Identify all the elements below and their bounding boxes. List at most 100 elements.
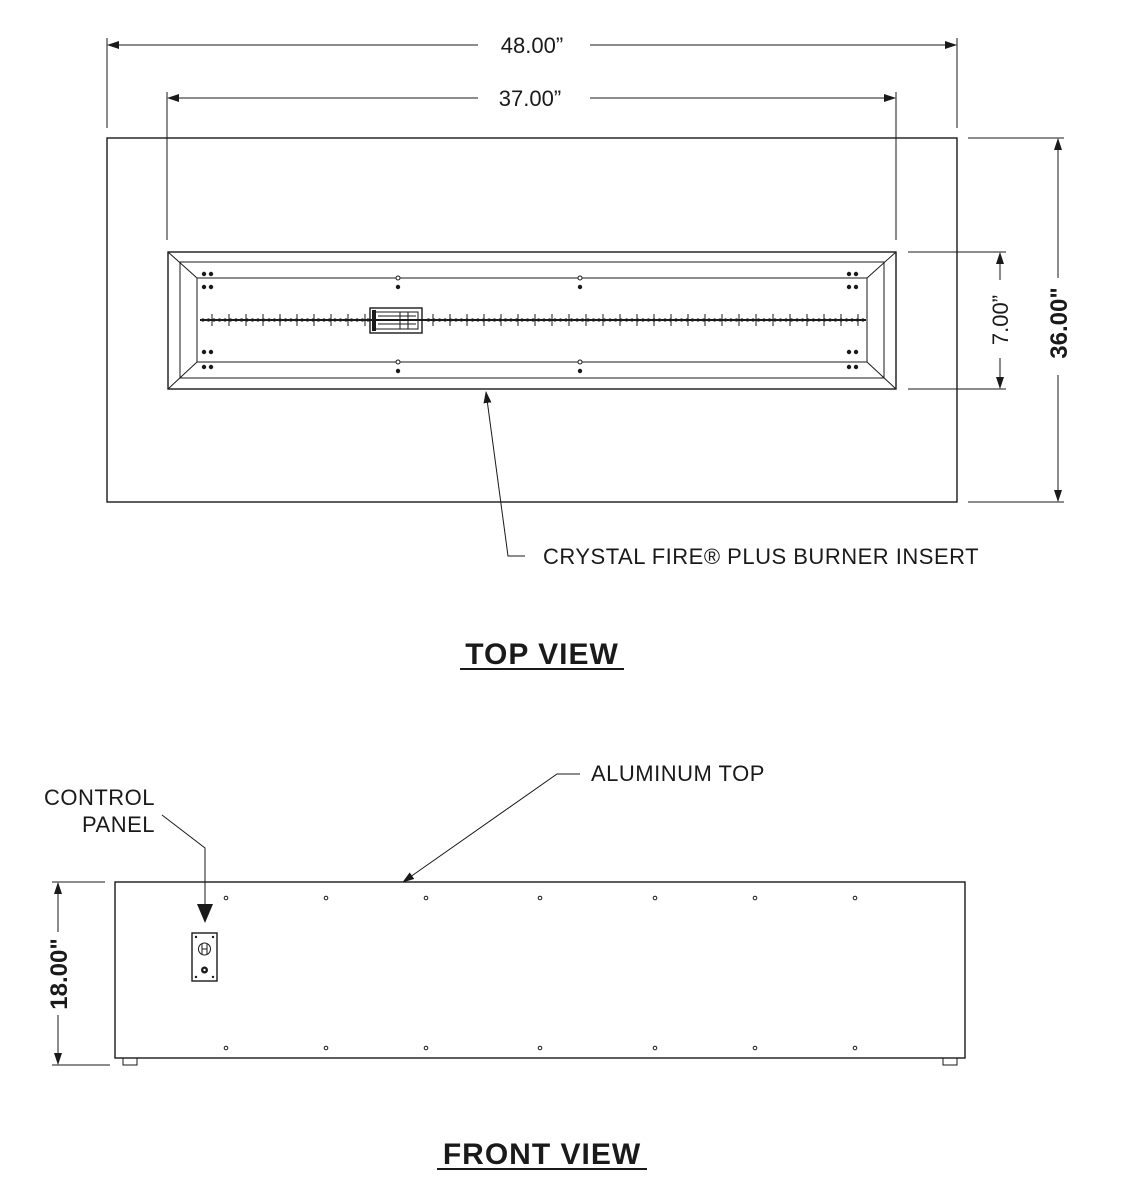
burner-port — [630, 318, 634, 322]
burner-port — [454, 318, 458, 322]
bolt-icon — [201, 349, 207, 355]
burner-port — [283, 318, 288, 322]
burner-port — [674, 318, 678, 322]
dimension-overall-width-label: 48.00” — [501, 33, 563, 58]
screw-hole-icon — [752, 1045, 758, 1051]
dimension-overall-depth: 36.00" — [968, 137, 1073, 503]
bolt-icon — [846, 364, 852, 370]
bolt-icon — [846, 284, 852, 290]
front-view-title: FRONT VIEW — [443, 1138, 641, 1171]
burner-port — [800, 318, 805, 322]
control-knob-icon — [198, 942, 211, 956]
screw-hole-icon — [223, 895, 229, 901]
bolt-icon — [208, 284, 214, 290]
burner-port — [817, 318, 821, 322]
burner-port — [305, 318, 310, 322]
burner-port — [734, 318, 739, 322]
screw-hole-icon — [223, 1045, 229, 1051]
dimension-burner-depth: 7.00” — [908, 251, 1013, 390]
burner-port — [344, 318, 348, 322]
hole-icon — [577, 275, 583, 281]
burner-port — [789, 318, 794, 322]
bolt-icon — [395, 368, 401, 374]
front-view: CONTROL PANEL ALUMINUM TOP 18.00" FRONT … — [44, 761, 966, 1171]
burner-port — [745, 318, 750, 322]
burner-port — [437, 318, 442, 322]
callout-aluminum-top: ALUMINUM TOP — [402, 761, 764, 883]
burner-port — [476, 318, 480, 322]
bolt-icon — [846, 271, 852, 277]
bolt-icon — [201, 284, 207, 290]
foot-left — [122, 1057, 138, 1066]
table-top-outline — [106, 137, 958, 503]
dimension-overall-width: 48.00” — [106, 33, 958, 128]
foot-right — [942, 1057, 958, 1066]
burner-port — [239, 318, 244, 322]
burner-port — [487, 318, 491, 322]
burner-port — [217, 318, 222, 322]
hole-icon — [395, 275, 401, 281]
burner-port — [514, 318, 519, 322]
burner-port — [591, 318, 596, 322]
burner-port — [712, 318, 717, 322]
burner-port — [844, 318, 849, 322]
bolt-icon — [577, 368, 583, 374]
burner-port — [828, 318, 832, 322]
burner-port — [751, 318, 755, 322]
callout-control-panel-line1: CONTROL — [44, 785, 155, 810]
burner-port — [360, 318, 365, 322]
bolt-icon — [853, 364, 859, 370]
burner-port — [256, 318, 260, 322]
bolt-icon — [853, 284, 859, 290]
burner-port — [646, 318, 651, 322]
bolt-icon — [846, 349, 852, 355]
burner-port — [762, 318, 766, 322]
screw-hole-icon — [537, 895, 543, 901]
screw-hole-icon — [537, 1045, 543, 1051]
burner-port — [272, 318, 277, 322]
dimension-height-label: 18.00" — [46, 938, 73, 1009]
burner-port — [228, 318, 233, 322]
burner-port — [470, 318, 475, 322]
dimension-height: 18.00" — [46, 881, 110, 1066]
burner-port — [322, 318, 326, 322]
screw-hole-icon — [852, 1045, 858, 1051]
screw-hole-icon — [852, 895, 858, 901]
burner-port — [767, 318, 772, 322]
screw-hole-icon — [323, 1045, 329, 1051]
burner-port — [795, 318, 799, 322]
burner-port — [690, 318, 695, 322]
burner-port — [201, 318, 205, 322]
bolt-icon — [853, 271, 859, 277]
burner-port — [624, 318, 629, 322]
burner-port — [701, 318, 706, 322]
burner-port — [520, 318, 524, 322]
burner-insert — [167, 251, 897, 390]
burner-port — [718, 318, 722, 322]
burner-port — [338, 318, 343, 322]
burner-port — [300, 318, 304, 322]
burner-tube — [200, 314, 866, 326]
burner-port — [641, 318, 645, 322]
screw-hole-icon — [323, 895, 329, 901]
dimension-burner-width: 37.00” — [166, 86, 897, 240]
callout-control-panel: CONTROL PANEL — [44, 785, 213, 923]
burner-port — [663, 318, 667, 322]
dimension-burner-width-label: 37.00” — [499, 86, 561, 111]
bolt-icon — [853, 349, 859, 355]
burner-port — [861, 318, 865, 322]
burner-port — [327, 318, 332, 322]
callout-control-panel-line2: PANEL — [82, 812, 155, 837]
burner-port — [206, 318, 211, 322]
burner-port — [503, 318, 508, 322]
burner-port — [756, 318, 761, 322]
burner-port — [426, 318, 431, 322]
burner-port — [525, 318, 530, 322]
screw-hole-icon — [752, 895, 758, 901]
burner-port — [778, 318, 783, 322]
burner-port — [547, 318, 552, 322]
pilot-assembly — [369, 307, 423, 334]
burner-port — [597, 318, 601, 322]
dimension-overall-depth-label: 36.00" — [1046, 287, 1073, 358]
